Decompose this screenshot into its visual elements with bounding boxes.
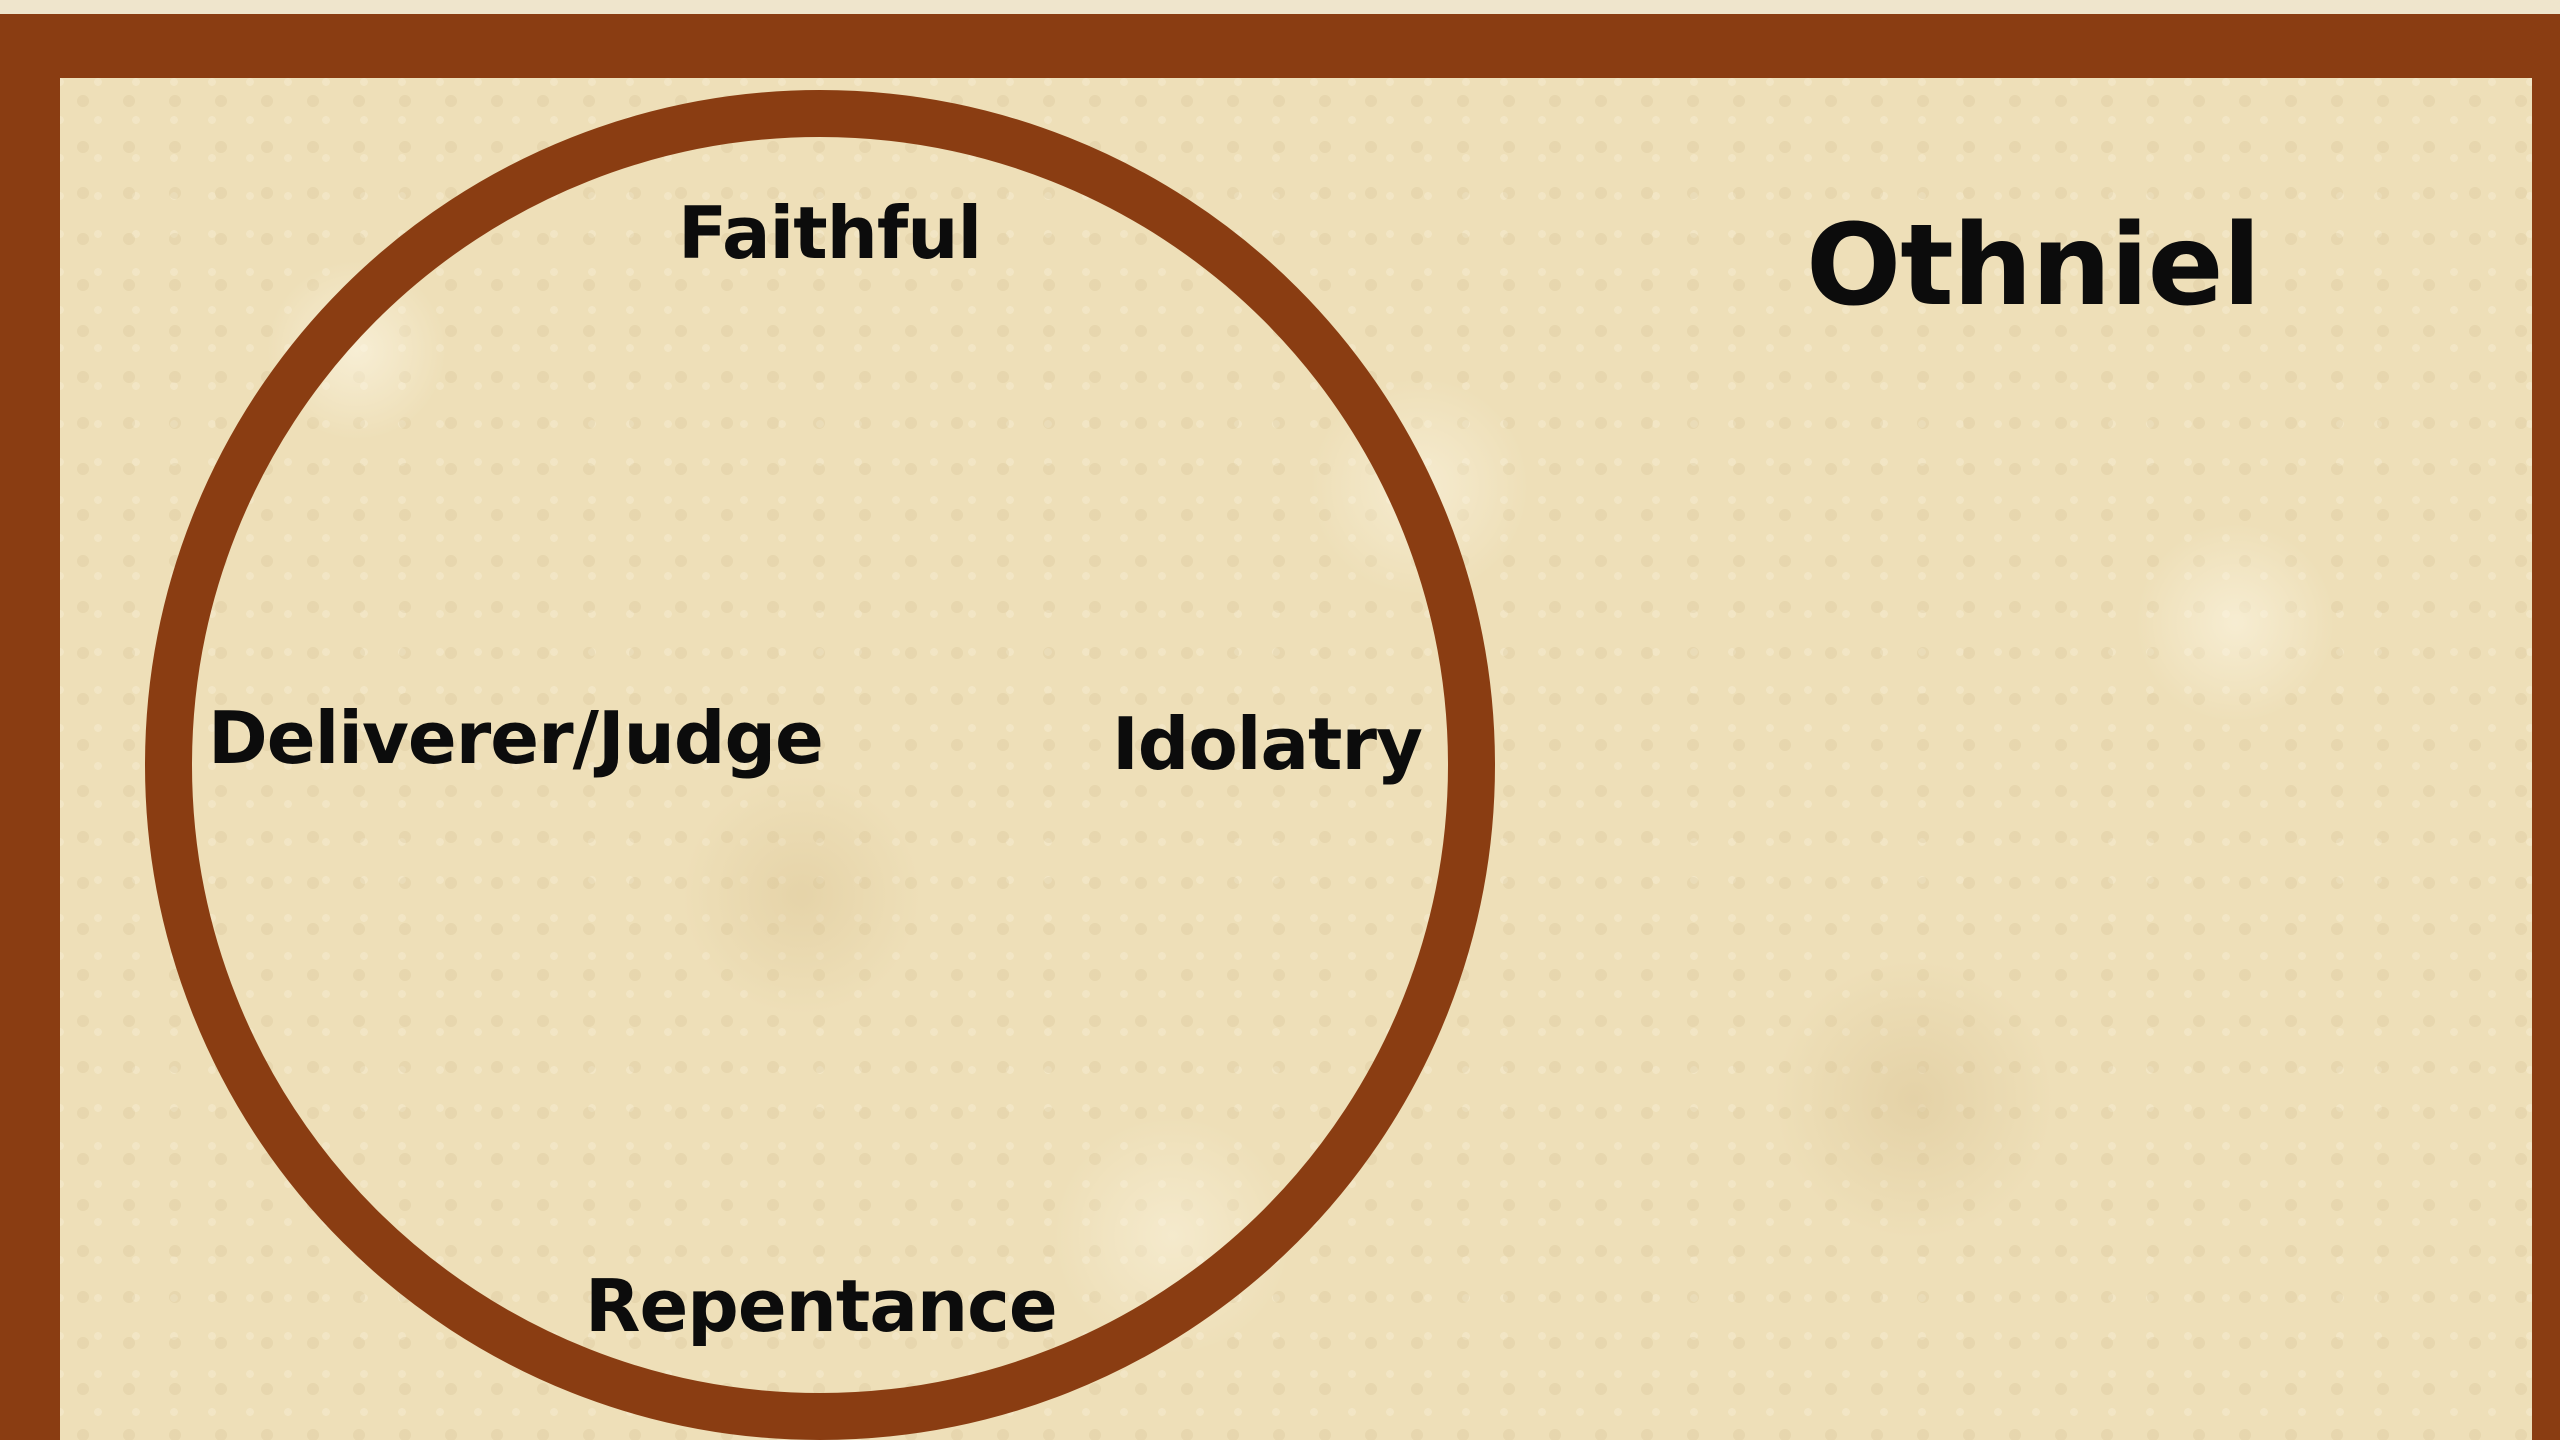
cycle-label-deliverer-judge: Deliverer/Judge (208, 696, 824, 780)
slide-title: Othniel (1806, 201, 2261, 331)
cycle-label-faithful: Faithful (678, 191, 982, 275)
frame-top-strip (0, 0, 2560, 14)
cycle-label-repentance: Repentance (585, 1264, 1058, 1348)
cycle-label-idolatry: Idolatry (1112, 702, 1423, 786)
